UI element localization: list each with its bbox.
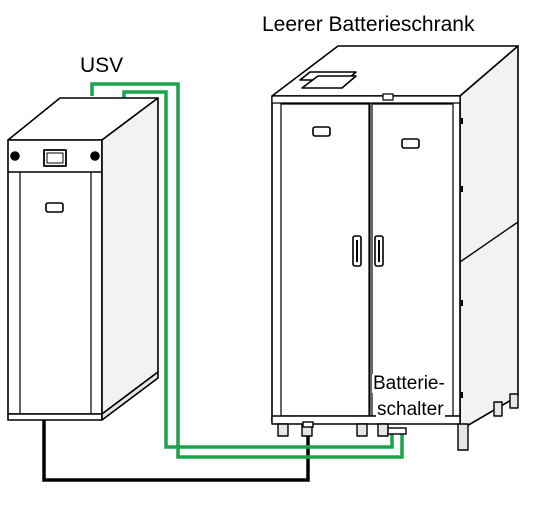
battery-cabinet-label: Leerer Batterieschrank xyxy=(262,13,475,36)
green-cable-outer xyxy=(90,82,404,459)
black-cable xyxy=(42,418,310,482)
ups-unit-icon xyxy=(7,97,159,421)
green-cable-inner xyxy=(122,90,394,449)
cable-terminals xyxy=(302,421,407,435)
battery-cabinet-icon xyxy=(271,45,519,451)
battery-breaker-label-line2: schalter xyxy=(376,399,445,420)
battery-breaker-label-line1: Batterie- xyxy=(372,373,446,394)
ups-label: USV xyxy=(80,54,124,77)
door-handle-icon xyxy=(352,235,384,267)
